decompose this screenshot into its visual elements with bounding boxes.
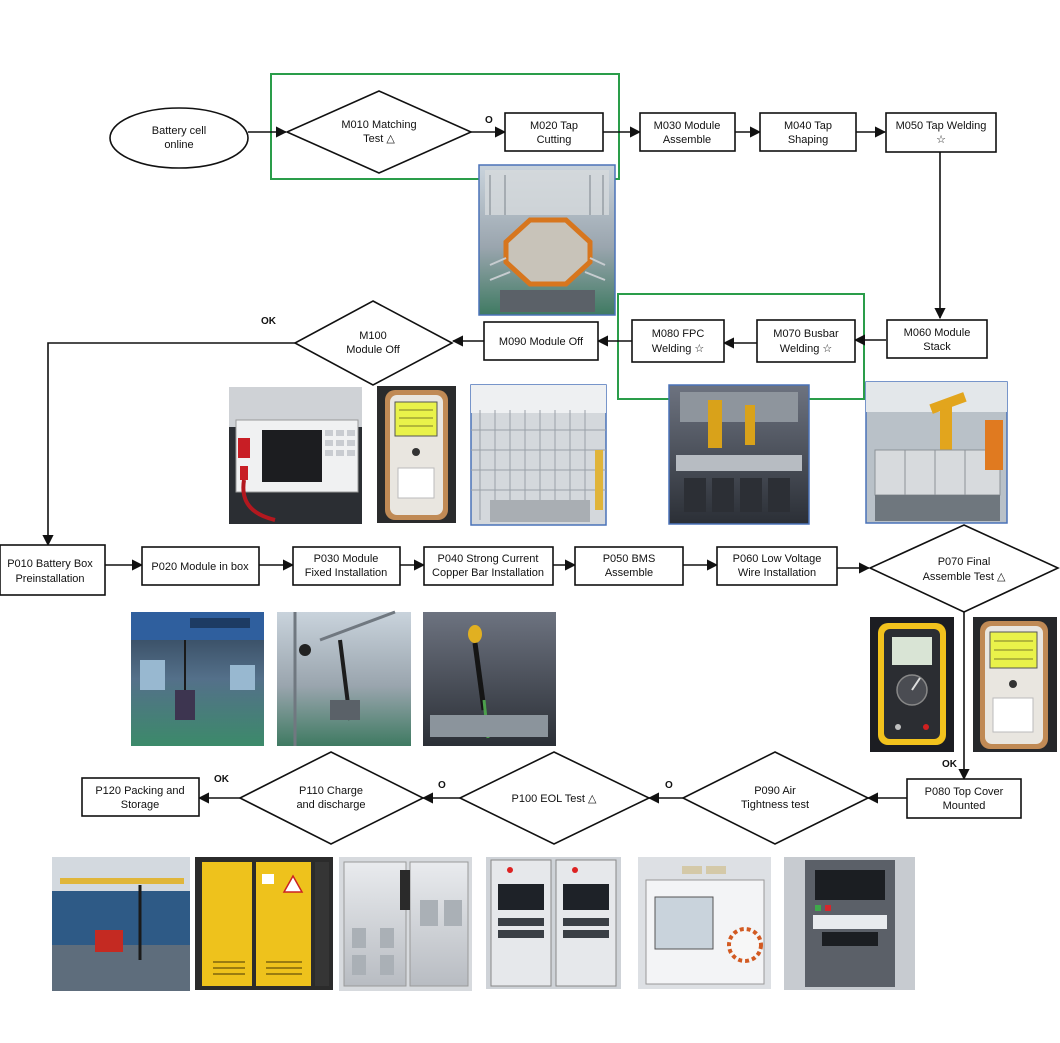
node-label-line1: P080 Top Cover [925,786,1004,798]
node-label-line2: Shaping [788,134,828,146]
photo-air-tester [638,857,771,989]
node-m040-tap-shaping: M040 Tap Shaping [759,112,857,152]
node-label-line1: M030 Module [654,120,721,132]
node-label-line1: P010 Battery Box [7,558,93,570]
node-label-line2: Preinstallation [15,573,84,585]
node-m100-module-off: M100 Module Off [293,300,454,386]
node-label-line2: Fixed Installation [305,567,388,579]
node-label-line1: P120 Packing and [95,785,184,797]
node-label-line1: Battery cell [152,125,206,137]
photo-eol-rack [486,857,621,989]
node-battery-cell-online: Battery cell online [109,107,249,169]
photo-ateq-machine [784,857,915,990]
node-label-line2: Mounted [943,800,986,812]
node-m090-module-off: M090 Module Off [483,321,599,361]
node-m080-fpc-welding: M080 FPC Welding ☆ [631,319,725,363]
node-p010-battery-box-preinstallation: P010 Battery Box Preinstallation [0,544,106,596]
node-label-line1: P070 Final [938,556,991,568]
photo-yellow-cabinet [195,857,333,990]
node-label-line2: Module Off [346,344,401,356]
node-p080-top-cover-mounted: P080 Top Cover Mounted [906,778,1022,819]
node-label-line2: Cutting [537,134,572,146]
node-label-line1: M040 Tap [784,120,832,132]
node-label-line1: M070 Busbar [773,328,839,340]
node-p030-module-fixed-installation: P030 Module Fixed Installation [292,546,401,586]
node-label-line1: M100 [359,330,387,342]
node-p060-low-voltage-wire: P060 Low Voltage Wire Installation [716,546,838,586]
node-m050-tap-welding: M050 Tap Welding ☆ [885,112,997,153]
node-p050-bms-assemble: P050 BMS Assemble [574,546,684,586]
node-label-line2: Copper Bar Installation [432,567,544,579]
photo-octagon-station [478,164,616,316]
node-p120-packing-storage: P120 Packing and Storage [81,777,200,817]
node-label: P100 EOL Test △ [512,793,597,805]
flag-m100-ok: OK [261,316,277,327]
node-label-line1: M010 Matching [341,119,416,131]
node-label-line2: Assemble [605,567,653,579]
photo-multimeter [870,617,954,752]
node-label-line1: P040 Strong Current [438,553,539,565]
node-label: P020 Module in box [151,561,249,573]
node-label-line1: P030 Module [314,553,379,565]
highlight-frame-m010-m020 [270,73,620,180]
photo-torque-tool-2 [423,612,556,746]
node-label-line1: P060 Low Voltage [733,553,822,565]
connectors [42,126,970,804]
node-label-line2: Welding ☆ [780,343,833,355]
node-p040-strong-current-copper-bar: P040 Strong Current Copper Bar Installat… [423,546,554,586]
node-label-line1: P090 Air [754,785,796,797]
photo-handheld-meter-1 [377,386,456,523]
node-m010-matching-test: M010 Matching Test △ [285,90,473,174]
node-label-line1: P050 BMS [603,553,656,565]
photo-warehouse [52,857,190,991]
node-m030-module-assemble: M030 Module Assemble [639,112,736,152]
node-label-line2: Test △ [363,133,395,145]
photo-torque-tool-1 [277,610,411,746]
node-label-line2: Stack [923,341,951,353]
photo-battery-tester [229,387,362,524]
node-label-line2: and discharge [296,799,365,811]
node-label-line2: Wire Installation [738,567,816,579]
node-p100-eol-test: P100 EOL Test △ [458,751,651,845]
octagon-fixture-icon [503,217,593,287]
flag-p110-ok: OK [214,774,230,785]
photo-charge-cabinet [339,857,472,991]
flag-m010-m020: O [485,115,493,126]
node-label-line1: M050 Tap Welding [896,120,987,132]
node-label-line2: Assemble Test △ [923,571,1006,583]
node-label: M090 Module Off [499,336,584,348]
node-label-line1: M020 Tap [530,120,578,132]
node-p110-charge-discharge: P110 Charge and discharge [238,751,425,845]
node-label-line1: M080 FPC [652,328,705,340]
node-p020-module-in-box: P020 Module in box [141,546,260,586]
photo-welding-cell [668,384,810,525]
node-p090-air-tightness-test: P090 Air Tightness test [681,751,870,845]
node-label-line1: M060 Module [904,327,971,339]
node-p070-final-assemble-test: P070 Final Assemble Test △ [868,524,1060,613]
flag-p100-p110: O [438,780,446,791]
photo-handheld-meter-2 [973,617,1057,752]
flag-p070-ok: OK [942,759,958,770]
node-label-line2: online [164,139,193,151]
node-label-line2: Assemble [663,134,711,146]
node-m070-busbar-welding: M070 Busbar Welding ☆ [756,319,856,363]
photo-robot-arm [865,381,1008,524]
node-m020-tap-cutting: M020 Tap Cutting [504,112,604,152]
node-label-line2: Storage [121,799,160,811]
node-label-line2: ☆ [936,134,946,146]
node-m060-module-stack: M060 Module Stack [886,319,988,359]
node-label-line1: P110 Charge [299,785,363,797]
photo-overhead-crane [131,612,264,746]
photo-caged-cell [470,384,607,526]
flag-p090-p100: O [665,780,673,791]
node-label-line2: Tightness test [741,799,809,811]
node-label-line2: Welding ☆ [652,343,705,355]
